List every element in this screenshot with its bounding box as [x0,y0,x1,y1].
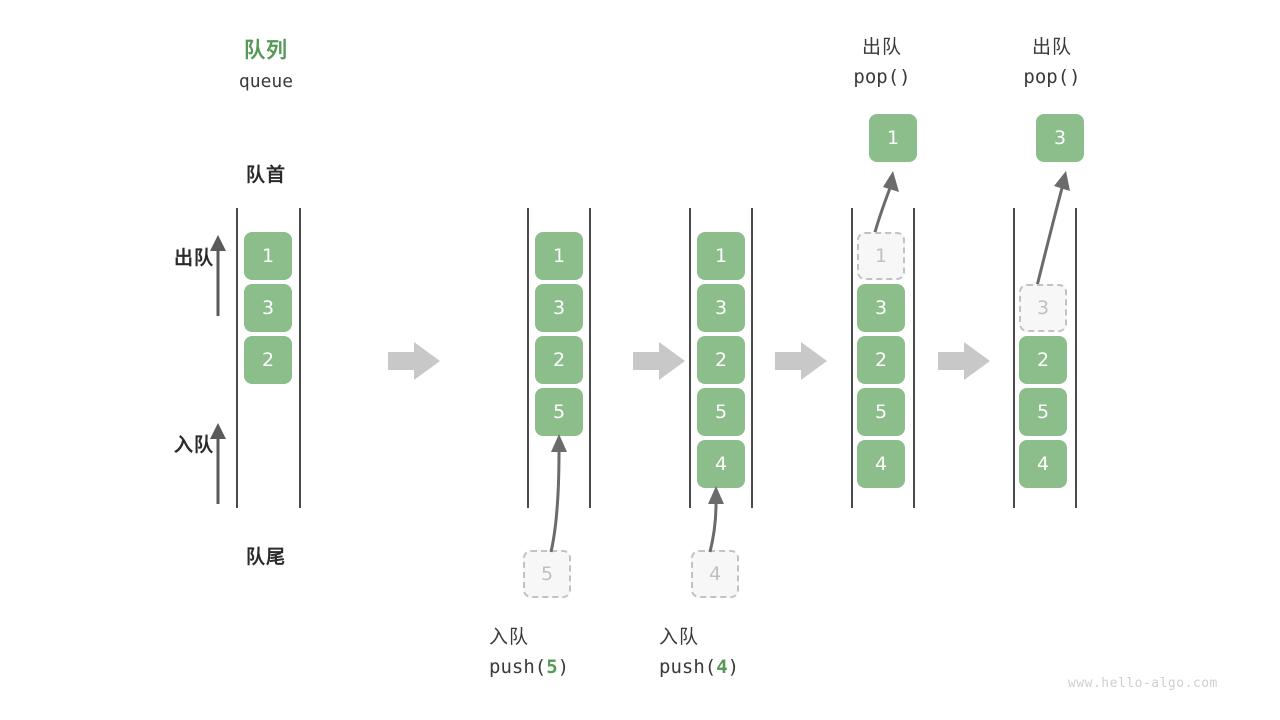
popped-element: 1 [869,114,917,162]
diagram-title-cn: 队列 [244,38,288,62]
queue-rail-left-step-5 [1013,208,1015,508]
queue-cell: 4 [1019,440,1067,488]
step-caption-cn: 入队 [659,626,700,648]
queue-cell: 2 [1019,336,1067,384]
flow-arrow-icon [938,342,990,380]
queue-cell: 3 [857,284,905,332]
queue-cell: 2 [697,336,745,384]
step-caption-code: push(5) [489,656,649,678]
queue-cell: 5 [697,388,745,436]
push-motion-arrow-icon [708,486,724,553]
queue-cell: 4 [697,440,745,488]
queue-rail-right-step-1 [299,208,301,508]
site-watermark: www.hello-algo.com [1068,676,1218,691]
step-caption-code: push(4) [659,656,819,678]
dequeue-direction-label: 出队 [173,247,214,269]
queue-cell: 1 [244,232,292,280]
push-code-arg: 5 [546,656,558,678]
queue-cell: 3 [697,284,745,332]
queue-cell: 3 [244,284,292,332]
queue-cell: 4 [857,440,905,488]
queue-cell: 2 [857,336,905,384]
queue-cell-removed: 3 [1019,284,1067,332]
queue-tail-label: 队尾 [245,546,286,568]
queue-cell: 5 [1019,388,1067,436]
flow-arrow-icon [633,342,685,380]
pop-header-cn: 出队 [861,36,902,58]
flow-arrow-icon [775,342,827,380]
queue-rail-right-step-2 [589,208,591,508]
queue-rail-left-step-4 [851,208,853,508]
popped-element: 3 [1036,114,1084,162]
push-code-prefix: push( [489,656,547,678]
flow-arrow-icon [388,342,440,380]
pop-header-code: pop() [853,66,911,88]
queue-cell: 2 [535,336,583,384]
queue-cell: 5 [535,388,583,436]
queue-cell: 5 [857,388,905,436]
queue-rail-left-step-3 [689,208,691,508]
dequeue-direction-arrow-icon [210,235,226,316]
queue-head-label: 队首 [245,164,286,186]
queue-rail-right-step-5 [1075,208,1077,508]
push-code-suffix: ) [727,656,740,678]
queue-cell: 1 [697,232,745,280]
pop-motion-arrow-icon [872,171,899,237]
queue-rail-left-step-1 [236,208,238,508]
queue-rail-right-step-4 [913,208,915,508]
enqueue-direction-label: 入队 [173,434,214,456]
push-motion-arrow-icon [549,434,567,553]
push-code-prefix: push( [659,656,717,678]
pop-header-cn: 出队 [1031,36,1072,58]
incoming-element: 4 [691,550,739,598]
pop-motion-arrow-icon [1034,171,1070,291]
queue-rail-left-step-2 [527,208,529,508]
queue-cell: 3 [535,284,583,332]
queue-rail-right-step-3 [751,208,753,508]
push-code-arg: 4 [716,656,728,678]
queue-cell: 1 [535,232,583,280]
step-caption-cn: 入队 [489,626,530,648]
queue-cell-removed: 1 [857,232,905,280]
enqueue-direction-arrow-icon [210,423,226,504]
incoming-element: 5 [523,550,571,598]
pop-header-code: pop() [1023,66,1081,88]
queue-cell: 2 [244,336,292,384]
diagram-title-en: queue [238,71,294,92]
push-code-suffix: ) [557,656,570,678]
